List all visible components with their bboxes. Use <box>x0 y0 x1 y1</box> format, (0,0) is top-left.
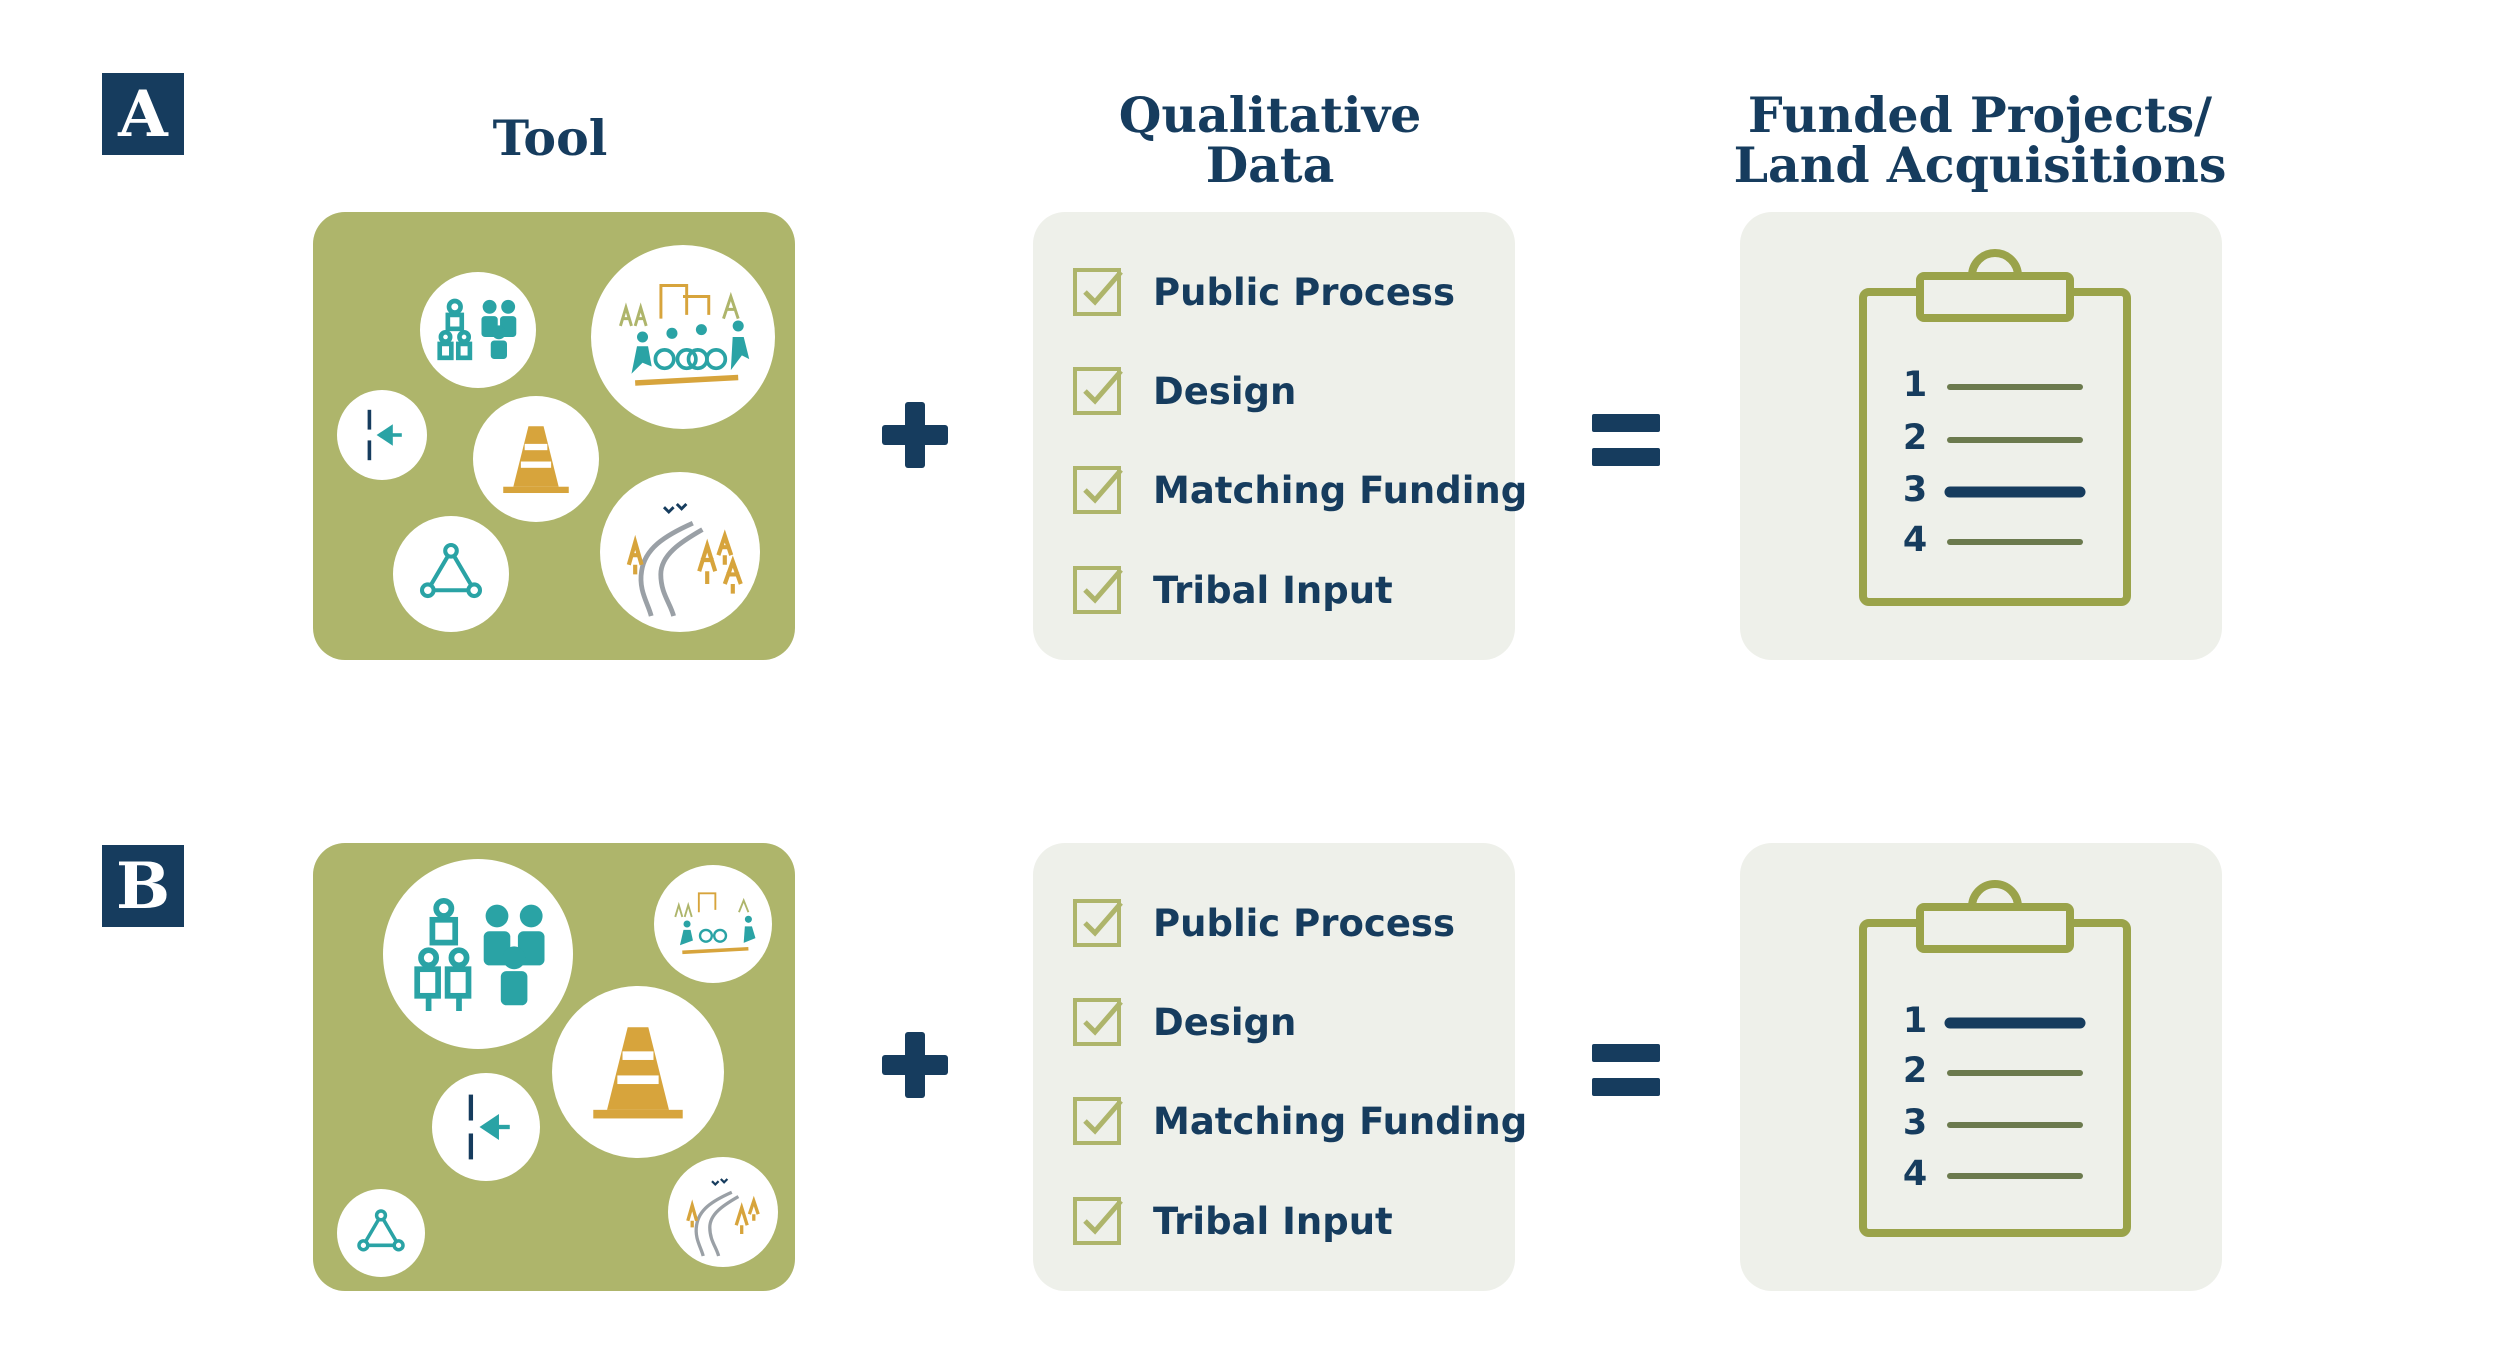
row-label-b: B <box>102 845 184 927</box>
checklist-item-label: Design <box>1153 369 1297 413</box>
checklist-item-label: Public Process <box>1153 901 1455 945</box>
funded-box-b: 1 2 3 4 <box>1740 843 2222 1291</box>
plus-icon <box>880 1030 950 1100</box>
equals-icon <box>1592 414 1660 466</box>
checkbox-checked-icon <box>1073 367 1123 415</box>
network-triangle-icon <box>393 516 509 632</box>
checkbox-checked-icon <box>1073 466 1123 514</box>
forest-river-icon <box>668 1157 778 1267</box>
checklist-item-label: Tribal Input <box>1153 1199 1393 1243</box>
checklist-item: Matching Funding <box>1071 1093 1527 1149</box>
row-label-a: A <box>102 73 184 155</box>
qualitative-box-a: Public Process Design Matching Funding T… <box>1033 212 1527 660</box>
clipboard-icon <box>1859 249 2131 606</box>
rank-number: 1 <box>1902 1001 1928 1041</box>
people-group-icon <box>383 859 573 1049</box>
traffic-cone-icon <box>473 396 599 522</box>
trail-users-icon <box>591 245 775 429</box>
header-qualitative-data: Qualitative Data <box>1118 86 1422 194</box>
rank-number: 1 <box>1902 365 1928 405</box>
checkbox-checked-icon <box>1073 566 1123 614</box>
checkbox-checked-icon <box>1073 1197 1123 1245</box>
traffic-cone-icon <box>552 986 724 1158</box>
checklist-item: Matching Funding <box>1071 462 1527 518</box>
rank-number: 3 <box>1902 470 1928 510</box>
narrows-arrow-icon <box>432 1073 540 1181</box>
tool-box-b <box>313 843 795 1291</box>
header-funded-projects: Funded Projects/ Land Acquisitions <box>1733 86 2227 194</box>
rank-number: 2 <box>1902 418 1928 458</box>
checklist-item-label: Tribal Input <box>1153 568 1393 612</box>
people-group-icon <box>420 272 536 388</box>
checklist-item: Public Process <box>1071 264 1455 320</box>
checklist-item-label: Matching Funding <box>1153 1099 1528 1143</box>
checklist-item-label: Design <box>1153 1000 1297 1044</box>
checklist-item: Tribal Input <box>1071 562 1393 618</box>
checklist-item-label: Matching Funding <box>1153 468 1528 512</box>
rank-number: 4 <box>1902 520 1928 560</box>
rank-number: 2 <box>1902 1051 1928 1091</box>
tool-box-a <box>313 212 795 660</box>
network-triangle-icon <box>337 1189 425 1277</box>
checklist-item: Design <box>1071 363 1296 419</box>
trail-users-icon <box>654 865 772 983</box>
qualitative-box-b: Public Process Design Matching Funding T… <box>1033 843 1527 1291</box>
checklist-item: Design <box>1071 994 1296 1050</box>
clipboard-icon <box>1859 880 2131 1237</box>
equals-icon <box>1592 1044 1660 1096</box>
forest-river-icon <box>600 472 760 632</box>
narrows-arrow-icon <box>337 390 427 480</box>
checkbox-checked-icon <box>1073 268 1123 316</box>
checkbox-checked-icon <box>1073 1097 1123 1145</box>
rank-number: 3 <box>1902 1103 1928 1143</box>
checkbox-checked-icon <box>1073 998 1123 1046</box>
checklist-item: Public Process <box>1071 895 1455 951</box>
checkbox-checked-icon <box>1073 899 1123 947</box>
rank-number: 4 <box>1902 1154 1928 1194</box>
checklist-item-label: Public Process <box>1153 270 1455 314</box>
plus-icon <box>880 400 950 470</box>
checklist-item: Tribal Input <box>1071 1193 1393 1249</box>
funded-box-a: 1 2 3 4 <box>1740 212 2222 660</box>
header-tool: Tool <box>492 109 608 167</box>
